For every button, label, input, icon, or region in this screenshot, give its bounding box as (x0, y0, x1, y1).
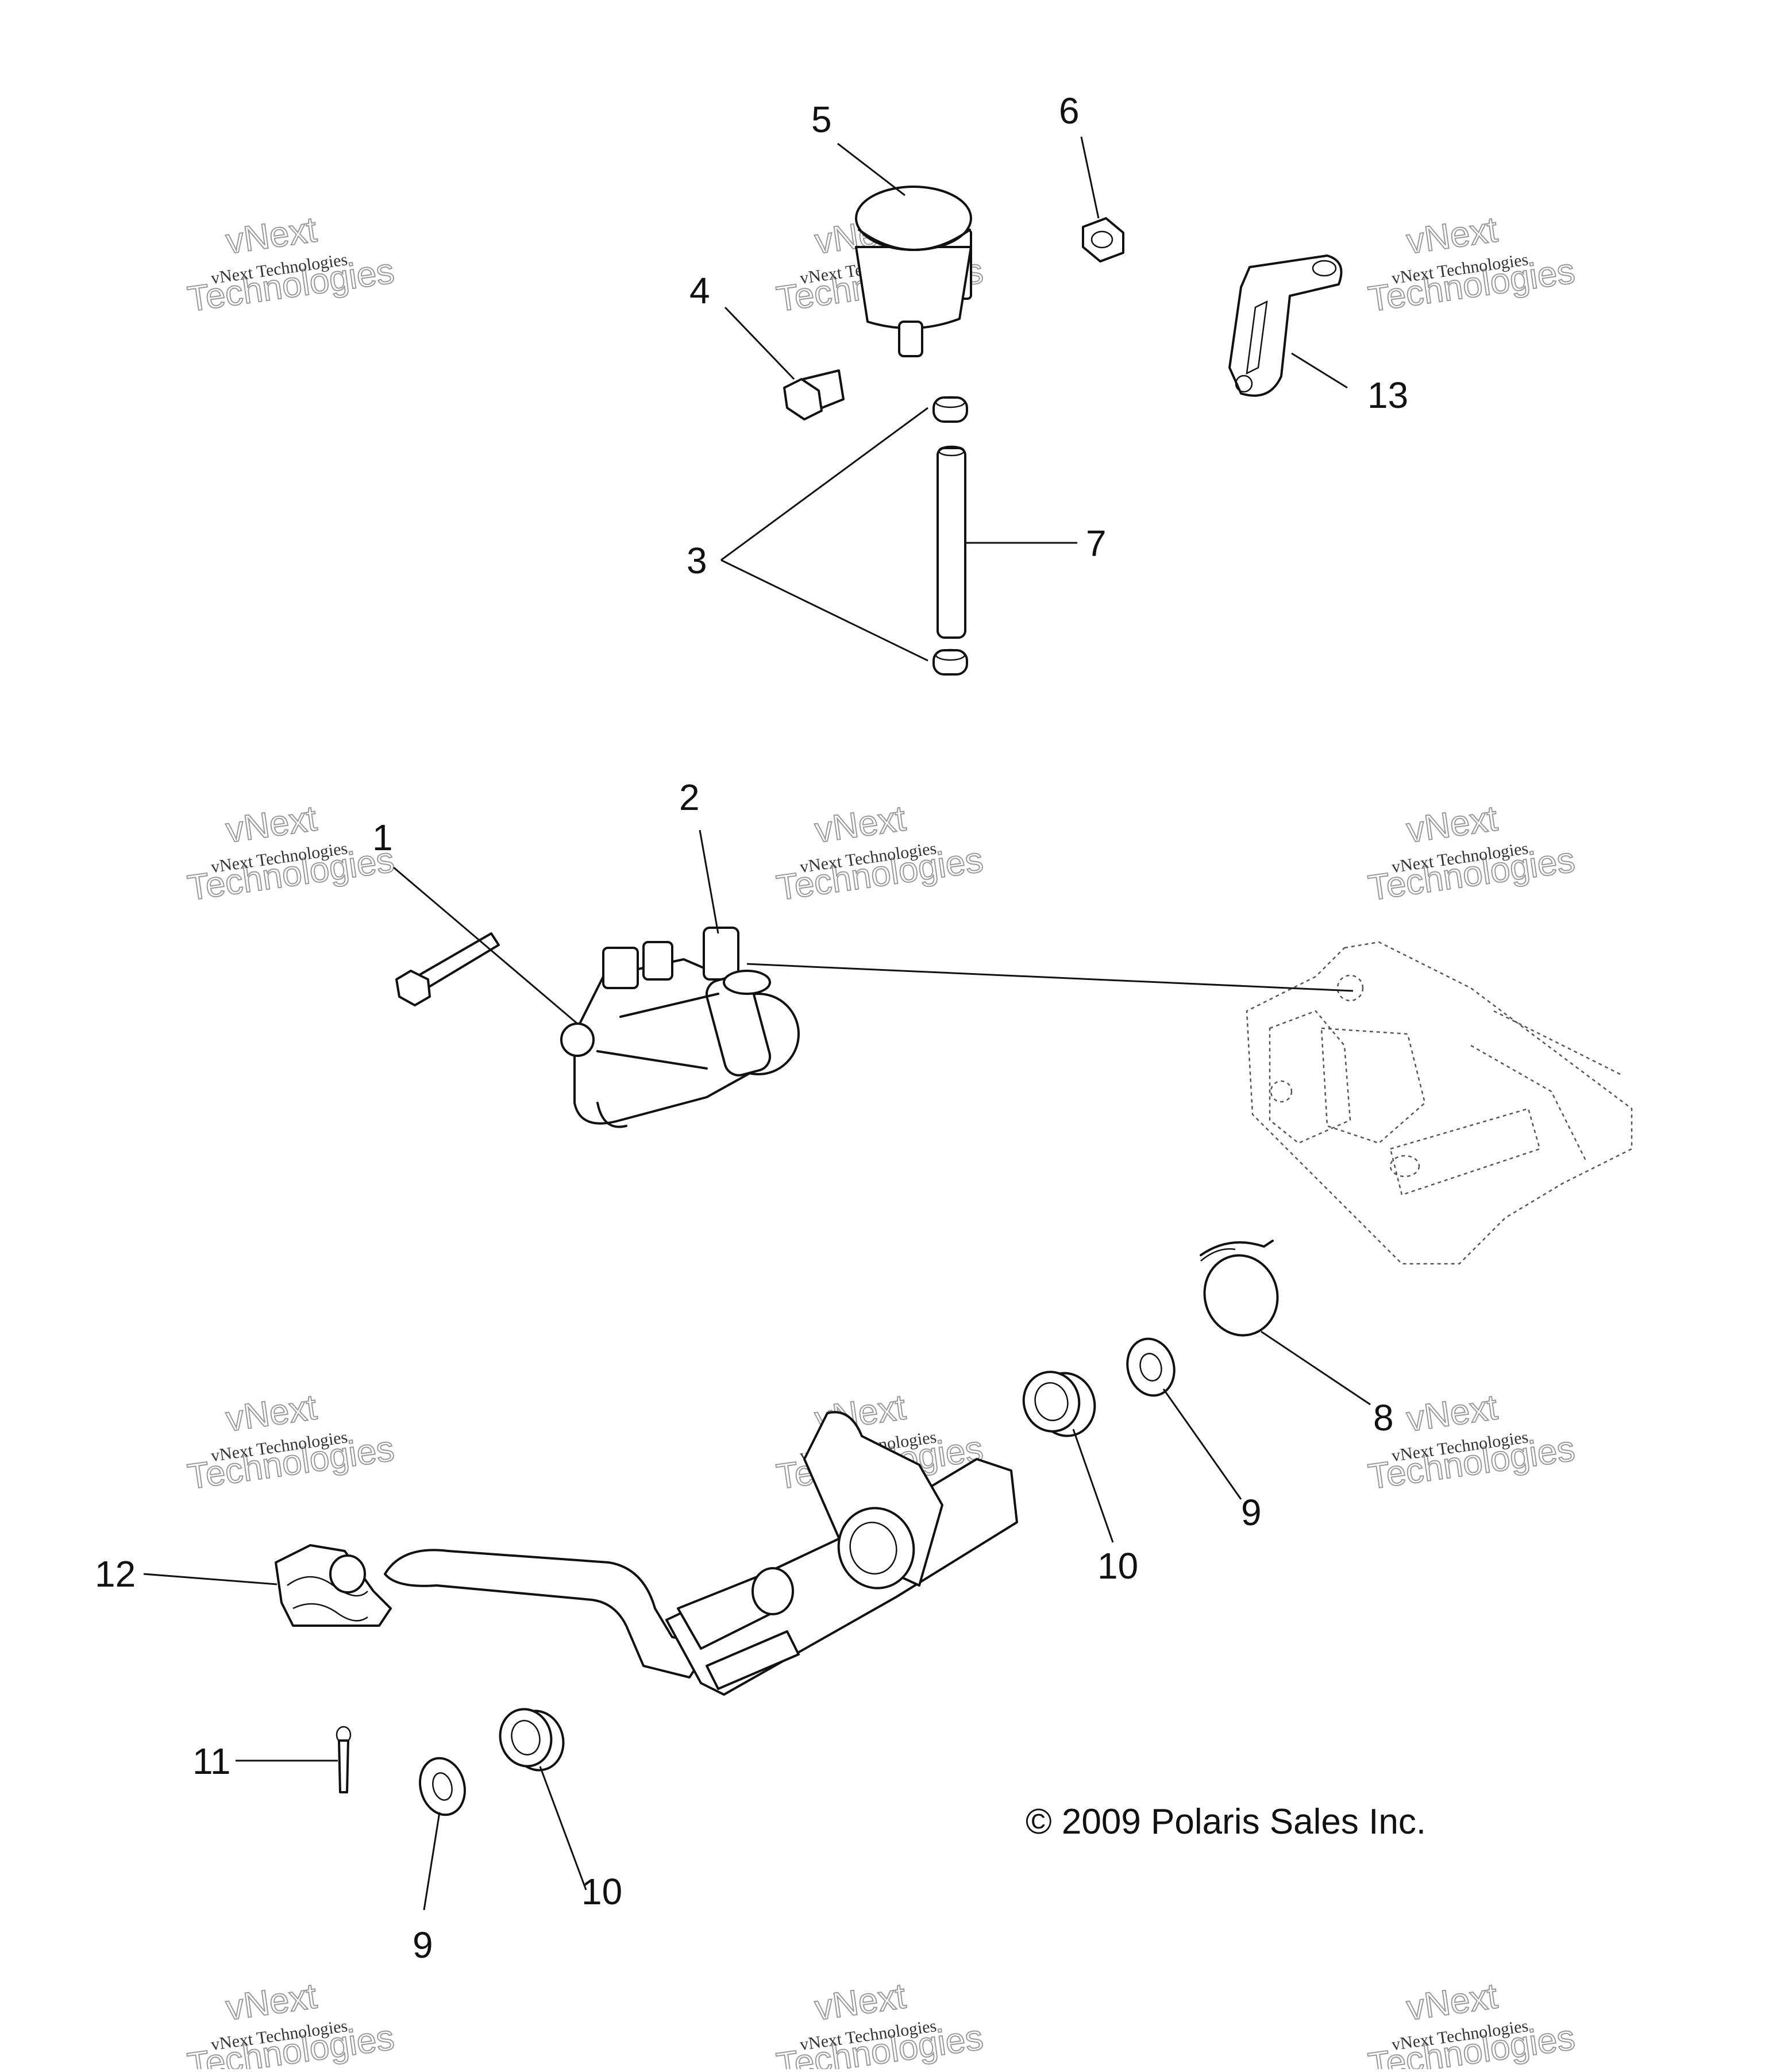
callout-12: 12 (95, 1553, 136, 1595)
part-9-washer-upper (1126, 1337, 1176, 1397)
callout-1: 1 (372, 817, 393, 858)
watermark-text-big: vNext (223, 798, 319, 850)
watermark-text-big: vNext (223, 1387, 319, 1439)
watermark-text-big: vNext (223, 1976, 319, 2028)
callout-labels: 5 6 4 13 3 7 1 2 8 9 10 12 11 10 9 (95, 90, 1408, 1966)
frame-phantom (1246, 941, 1633, 1265)
watermark-text-big: vNext (1404, 210, 1500, 261)
callout-10-lower: 10 (581, 1871, 622, 1912)
part-3-hose-clamps (932, 396, 968, 676)
callout-13: 13 (1367, 375, 1408, 416)
callout-2: 2 (679, 777, 700, 818)
callout-3: 3 (687, 540, 707, 581)
part-12-brake-pedal (275, 1411, 1018, 1696)
watermark-text-big: vNext (1404, 1387, 1500, 1439)
part-7-hose (937, 445, 966, 639)
watermark-text-big: vNext (812, 1976, 908, 2028)
callout-10-upper: 10 (1097, 1545, 1138, 1587)
watermark-text-big: vNext (812, 798, 908, 850)
callout-7: 7 (1086, 523, 1107, 564)
callout-6: 6 (1059, 90, 1080, 132)
part-9-washer-lower (419, 1757, 466, 1816)
part-11-cotter-pin (336, 1726, 352, 1793)
part-10-bushing-lower (499, 1708, 565, 1772)
part-2-master-cylinder (560, 927, 800, 1128)
callout-5: 5 (811, 99, 832, 140)
part-10-bushing-upper (1022, 1371, 1096, 1437)
watermark-text-big: vNext (1404, 798, 1500, 850)
part-4-bolt (783, 369, 845, 420)
copyright-notice: © 2009 Polaris Sales Inc. (1026, 1802, 1426, 1842)
part-6-nut (1082, 217, 1124, 263)
part-5-reservoir (855, 186, 972, 357)
part-13-bracket (1228, 254, 1343, 397)
leader-lines (143, 136, 1371, 1911)
watermark-text-big: vNext (223, 210, 319, 261)
callout-9-lower: 9 (413, 1924, 433, 1966)
watermark-text-big: vNext (1404, 1976, 1500, 2028)
callout-11: 11 (192, 1741, 230, 1782)
callout-9-upper: 9 (1241, 1492, 1262, 1533)
part-8-spring-clip (1200, 1240, 1279, 1337)
callout-4: 4 (689, 270, 710, 311)
part-1-bolt (395, 932, 500, 1006)
callout-8: 8 (1373, 1397, 1394, 1438)
